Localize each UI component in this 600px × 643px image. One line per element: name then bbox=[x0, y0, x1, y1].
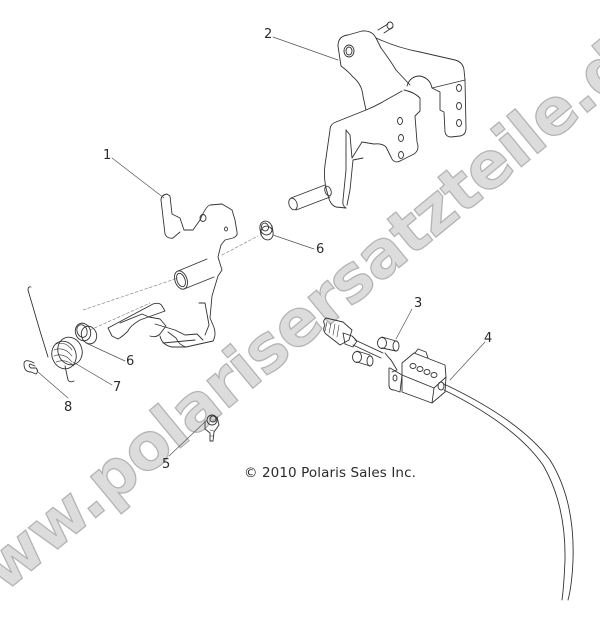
callout-8: 8 bbox=[64, 400, 73, 415]
axis-centerlines bbox=[82, 235, 259, 331]
callout-3: 3 bbox=[414, 296, 423, 311]
bushing-upper bbox=[259, 220, 274, 241]
pedal-lever bbox=[107, 193, 238, 348]
copyright-text: © 2010 Polaris Sales Inc. bbox=[244, 465, 416, 481]
diagram-drawing bbox=[23, 21, 574, 601]
leader-lines bbox=[37, 36, 486, 457]
callout-4: 4 bbox=[484, 331, 493, 346]
callout-2: 2 bbox=[264, 27, 273, 42]
clip-pin bbox=[204, 414, 220, 442]
callout-6-lower: 6 bbox=[126, 354, 135, 369]
mounting-bracket bbox=[288, 21, 467, 211]
callout-7: 7 bbox=[113, 380, 122, 395]
bushing-lower bbox=[74, 322, 98, 345]
cable-assembly bbox=[323, 317, 574, 601]
callout-6-upper: 6 bbox=[316, 242, 325, 257]
bolts bbox=[352, 336, 400, 367]
torsion-spring bbox=[27, 286, 83, 383]
callout-5: 5 bbox=[162, 457, 171, 472]
callout-1: 1 bbox=[103, 148, 112, 163]
e-clip bbox=[23, 360, 38, 375]
